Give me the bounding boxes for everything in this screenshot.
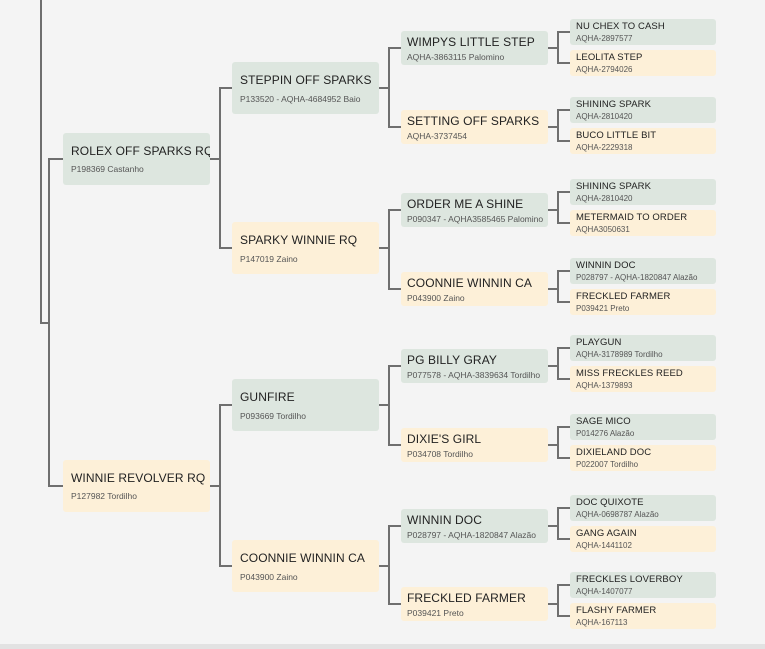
horse-registration: AQHA-0698787 Alazão bbox=[576, 510, 659, 519]
horse-registration: P014276 Alazão bbox=[576, 429, 635, 438]
horse-registration: P022007 Tordilho bbox=[576, 460, 639, 469]
horse-registration: P198369 Castanho bbox=[71, 164, 144, 174]
horse-name: FRECKLED FARMER bbox=[407, 590, 526, 605]
horse-card-gen4-ssdd[interactable]: BUCO LITTLE BIT AQHA-2229318 bbox=[570, 128, 716, 154]
horse-name: WINNIN DOC bbox=[576, 260, 636, 271]
horse-name: GANG AGAIN bbox=[576, 528, 637, 539]
horse-registration: AQHA-3737454 bbox=[407, 130, 468, 141]
horse-name: GUNFIRE bbox=[240, 389, 295, 404]
horse-name: WINNIN DOC bbox=[407, 512, 482, 527]
horse-registration: P039421 Preto bbox=[576, 304, 630, 313]
horse-name: COONNIE WINNIN CA bbox=[407, 275, 533, 290]
horse-card-gen2-dd[interactable]: COONNIE WINNIN CA P043900 Zaino bbox=[232, 540, 379, 592]
horse-card-gen4-dsds[interactable]: SAGE MICO P014276 Alazão bbox=[570, 414, 716, 440]
horse-registration: AQHA-2810420 bbox=[576, 112, 633, 121]
horse-card-gen4-dddd[interactable]: FLASHY FARMER AQHA-167113 bbox=[570, 603, 716, 629]
horse-card-gen4-ddsd[interactable]: GANG AGAIN AQHA-1441102 bbox=[570, 526, 716, 552]
horse-card-gen4-sdds[interactable]: WINNIN DOC P028797 - AQHA-1820847 Alazão bbox=[570, 258, 716, 284]
horse-name: FRECKLES LOVERBOY bbox=[576, 574, 683, 585]
horse-card-gen1-d[interactable]: WINNIE REVOLVER RQ P127982 Tordilho bbox=[63, 460, 210, 512]
horse-registration: P127982 Tordilho bbox=[71, 491, 138, 501]
horse-card-gen4-sdss[interactable]: SHINING SPARK AQHA-2810420 bbox=[570, 179, 716, 205]
horse-card-gen4-sddd[interactable]: FRECKLED FARMER P039421 Preto bbox=[570, 289, 716, 315]
horse-registration: P039421 Preto bbox=[407, 607, 464, 618]
horse-name: ROLEX OFF SPARKS RQ bbox=[71, 144, 210, 158]
horse-registration: AQHA-1379893 bbox=[576, 381, 633, 390]
horse-name: DIXIELAND DOC bbox=[576, 447, 652, 458]
horse-card-gen3-ssd[interactable]: SETTING OFF SPARKS AQHA-3737454 bbox=[401, 110, 548, 144]
horse-registration: P043900 Zaino bbox=[407, 292, 465, 303]
horse-registration: P028797 - AQHA-1820847 Alazão bbox=[576, 273, 698, 282]
horizontal-scrollbar-track bbox=[0, 644, 765, 649]
horse-registration: AQHA-3178989 Tordilho bbox=[576, 350, 663, 359]
horse-card-gen3-dss[interactable]: PG BILLY GRAY P077578 - AQHA-3839634 Tord… bbox=[401, 349, 548, 383]
horse-card-gen4-dsdd[interactable]: DIXIELAND DOC P022007 Tordilho bbox=[570, 445, 716, 471]
horse-name: MISS FRECKLES REED bbox=[576, 368, 683, 379]
horse-name: WINNIE REVOLVER RQ bbox=[71, 471, 206, 485]
horse-card-gen4-sdsd[interactable]: METERMAID TO ORDER AQHA3050631 bbox=[570, 210, 716, 236]
horse-registration: AQHA-2229318 bbox=[576, 143, 633, 152]
horse-card-gen2-ss[interactable]: STEPPIN OFF SPARKS P133520 - AQHA-4684952… bbox=[232, 62, 379, 114]
horse-registration: AQHA-2794026 bbox=[576, 65, 633, 74]
horse-name: DOC QUIXOTE bbox=[576, 497, 644, 508]
horse-name: PLAYGUN bbox=[576, 337, 622, 348]
horse-name: SHINING SPARK bbox=[576, 181, 652, 192]
horse-name: FLASHY FARMER bbox=[576, 605, 657, 616]
horse-registration: AQHA-167113 bbox=[576, 618, 628, 627]
horse-card-gen3-sss[interactable]: WIMPYS LITTLE STEP AQHA-3863115 Palomino bbox=[401, 31, 548, 65]
horse-card-gen3-dds[interactable]: WINNIN DOC P028797 - AQHA-1820847 Alazão bbox=[401, 509, 548, 543]
horse-name: FRECKLED FARMER bbox=[576, 291, 671, 302]
horse-name: SAGE MICO bbox=[576, 416, 631, 427]
horse-registration: AQHA-2897577 bbox=[576, 34, 633, 43]
horse-name: SPARKY WINNIE RQ bbox=[240, 232, 358, 247]
horse-name: COONNIE WINNIN CA bbox=[240, 550, 366, 565]
horse-card-gen3-sds[interactable]: ORDER ME A SHINE P090347 - AQHA3585465 Pa… bbox=[401, 193, 548, 227]
horse-registration: P093669 Tordilho bbox=[240, 410, 307, 421]
horse-name: BUCO LITTLE BIT bbox=[576, 130, 657, 141]
horse-name: NU CHEX TO CASH bbox=[576, 21, 665, 32]
horse-name: LEOLITA STEP bbox=[576, 52, 643, 63]
horse-name: WIMPYS LITTLE STEP bbox=[407, 34, 535, 49]
horse-name: SHINING SPARK bbox=[576, 99, 652, 110]
horse-registration: AQHA-1407077 bbox=[576, 587, 633, 596]
horse-card-gen3-sdd[interactable]: COONNIE WINNIN CA P043900 Zaino bbox=[401, 272, 548, 306]
horse-card-gen4-dssd[interactable]: MISS FRECKLES REED AQHA-1379893 bbox=[570, 366, 716, 392]
horse-registration: AQHA-3863115 Palomino bbox=[407, 51, 505, 62]
horse-registration: P028797 - AQHA-1820847 Alazão bbox=[407, 529, 537, 540]
horse-registration: P133520 - AQHA-4684952 Baio bbox=[240, 93, 361, 104]
horse-card-gen4-dsss[interactable]: PLAYGUN AQHA-3178989 Tordilho bbox=[570, 335, 716, 361]
horse-registration: P090347 - AQHA3585465 Palomino bbox=[407, 213, 544, 224]
horse-registration: P034708 Tordilho bbox=[407, 448, 474, 459]
horse-name: STEPPIN OFF SPARKS bbox=[240, 72, 372, 87]
horse-registration: P077578 - AQHA-3839634 Tordilho bbox=[407, 369, 541, 380]
horse-name: METERMAID TO ORDER bbox=[576, 212, 688, 223]
horse-card-gen4-ddds[interactable]: FRECKLES LOVERBOY AQHA-1407077 bbox=[570, 572, 716, 598]
horse-card-gen4-sssd[interactable]: LEOLITA STEP AQHA-2794026 bbox=[570, 50, 716, 76]
horse-card-gen3-ddd[interactable]: FRECKLED FARMER P039421 Preto bbox=[401, 587, 548, 621]
horse-registration: AQHA-1441102 bbox=[576, 541, 632, 550]
horse-card-gen2-sd[interactable]: SPARKY WINNIE RQ P147019 Zaino bbox=[232, 222, 379, 274]
horse-registration: AQHA3050631 bbox=[576, 225, 630, 234]
horse-name: ORDER ME A SHINE bbox=[407, 196, 524, 211]
horse-registration: AQHA-2810420 bbox=[576, 194, 633, 203]
horse-card-gen2-ds[interactable]: GUNFIRE P093669 Tordilho bbox=[232, 379, 379, 431]
horse-card-gen3-dsd[interactable]: DIXIE'S GIRL P034708 Tordilho bbox=[401, 428, 548, 462]
horse-registration: P043900 Zaino bbox=[240, 571, 298, 582]
horse-card-gen4-ssss[interactable]: NU CHEX TO CASH AQHA-2897577 bbox=[570, 19, 716, 45]
horse-card-gen4-ddss[interactable]: DOC QUIXOTE AQHA-0698787 Alazão bbox=[570, 495, 716, 521]
horse-registration: P147019 Zaino bbox=[240, 253, 298, 264]
horse-card-gen4-ssds[interactable]: SHINING SPARK AQHA-2810420 bbox=[570, 97, 716, 123]
horse-card-gen1-s[interactable]: ROLEX OFF SPARKS RQ P198369 Castanho bbox=[63, 133, 210, 185]
horse-name: DIXIE'S GIRL bbox=[407, 431, 482, 446]
horse-name: PG BILLY GRAY bbox=[407, 352, 498, 367]
horse-name: SETTING OFF SPARKS bbox=[407, 113, 540, 128]
